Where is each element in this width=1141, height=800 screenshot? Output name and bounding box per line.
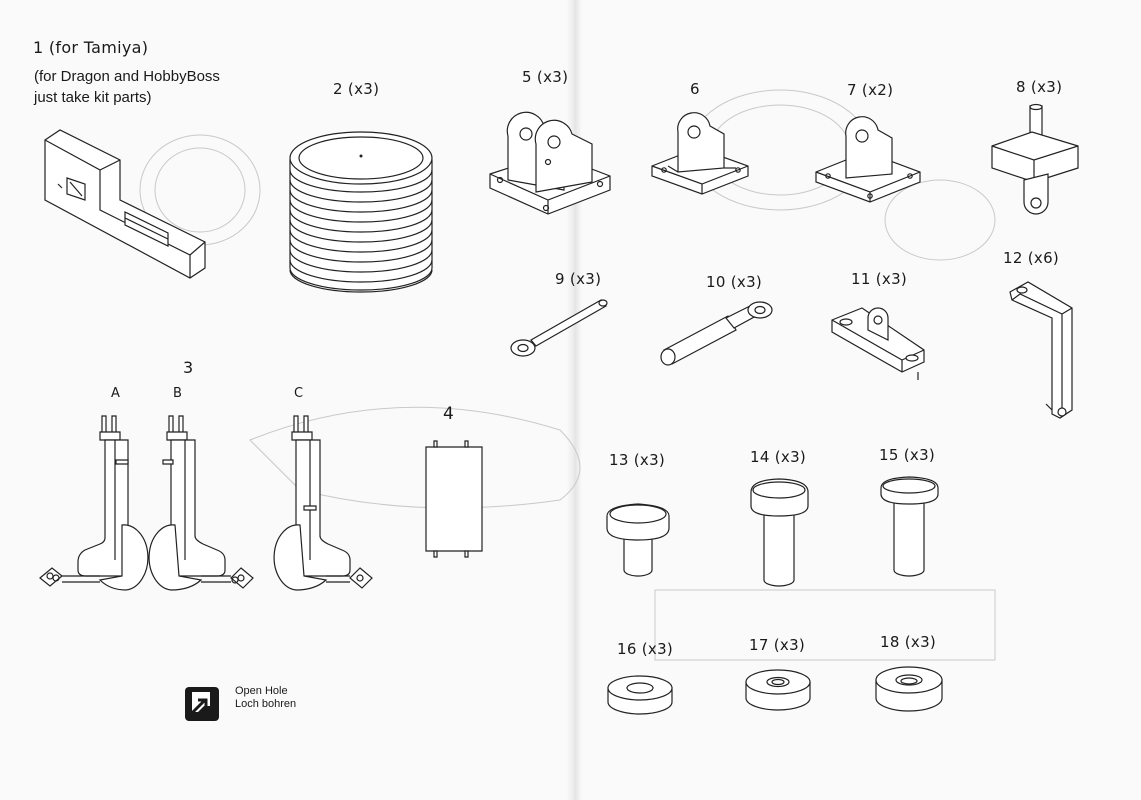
part-5-drawing bbox=[486, 96, 616, 221]
open-hole-icon bbox=[185, 687, 219, 721]
part-18-drawing bbox=[872, 660, 946, 716]
part-14-label: 14 (x3) bbox=[750, 448, 807, 466]
part-18-label: 18 (x3) bbox=[880, 633, 937, 651]
part-15-drawing bbox=[878, 474, 942, 580]
part-15-label: 15 (x3) bbox=[879, 446, 936, 464]
part-13-drawing bbox=[604, 498, 674, 580]
part-3-label: 3 bbox=[183, 358, 194, 377]
part-16-drawing bbox=[604, 672, 676, 720]
part-8-label: 8 (x3) bbox=[1016, 78, 1063, 96]
part-7-drawing bbox=[812, 110, 924, 202]
part-3c-label: C bbox=[294, 386, 304, 401]
part-11-drawing bbox=[828, 300, 932, 384]
part-12-drawing bbox=[1006, 278, 1076, 428]
part-3a-drawing bbox=[30, 410, 140, 600]
disc-ring bbox=[290, 210, 432, 232]
part-17-drawing bbox=[742, 664, 814, 716]
disc-ring bbox=[290, 190, 432, 212]
part-2-label: 2 (x3) bbox=[333, 80, 380, 98]
part-8-drawing bbox=[988, 102, 1082, 220]
part-4-label: 4 bbox=[443, 404, 455, 424]
disc-ring bbox=[290, 230, 432, 252]
loch-bohren-label: Loch bohren bbox=[235, 698, 297, 710]
part-5-label: 5 (x3) bbox=[522, 68, 569, 86]
disc-ring bbox=[290, 250, 432, 272]
part-1-drawing bbox=[40, 130, 220, 280]
open-hole-legend: Open Hole Loch bohren bbox=[184, 685, 324, 726]
part-2-drawing bbox=[286, 120, 436, 295]
part-9-drawing bbox=[505, 294, 615, 364]
part-14-drawing bbox=[748, 476, 812, 588]
part-10-drawing bbox=[656, 300, 776, 372]
disc-ring bbox=[290, 240, 432, 262]
part-10-label: 10 (x3) bbox=[706, 273, 763, 291]
disc-ring bbox=[290, 200, 432, 222]
disc-ring bbox=[290, 170, 432, 192]
part-17-label: 17 (x3) bbox=[749, 636, 806, 654]
disc-ring bbox=[290, 270, 432, 292]
part-13-label: 13 (x3) bbox=[609, 451, 666, 469]
part-4-drawing bbox=[420, 438, 490, 560]
open-hole-label: Open Hole bbox=[235, 685, 288, 697]
disc-ring bbox=[290, 220, 432, 242]
part-3b-drawing bbox=[145, 410, 265, 600]
disc-ring bbox=[290, 260, 432, 282]
part-16-label: 16 (x3) bbox=[617, 640, 674, 658]
disc-ring bbox=[290, 180, 432, 202]
part-11-label: 11 (x3) bbox=[851, 270, 908, 288]
part-1-label: 1 (for Tamiya) bbox=[33, 38, 149, 57]
part-12-label: 12 (x6) bbox=[1003, 249, 1060, 267]
part-3a-label: A bbox=[111, 386, 121, 401]
part-6-label: 6 bbox=[690, 80, 700, 98]
part-6-drawing bbox=[648, 108, 752, 196]
part-3b-label: B bbox=[173, 386, 183, 401]
part-1-note-line2: just take kit parts) bbox=[34, 89, 152, 106]
part-9-label: 9 (x3) bbox=[555, 270, 602, 288]
part-3c-drawing bbox=[270, 410, 385, 600]
part-7-label: 7 (x2) bbox=[847, 81, 894, 99]
part-1-note-line1: (for Dragon and HobbyBoss bbox=[34, 68, 220, 85]
